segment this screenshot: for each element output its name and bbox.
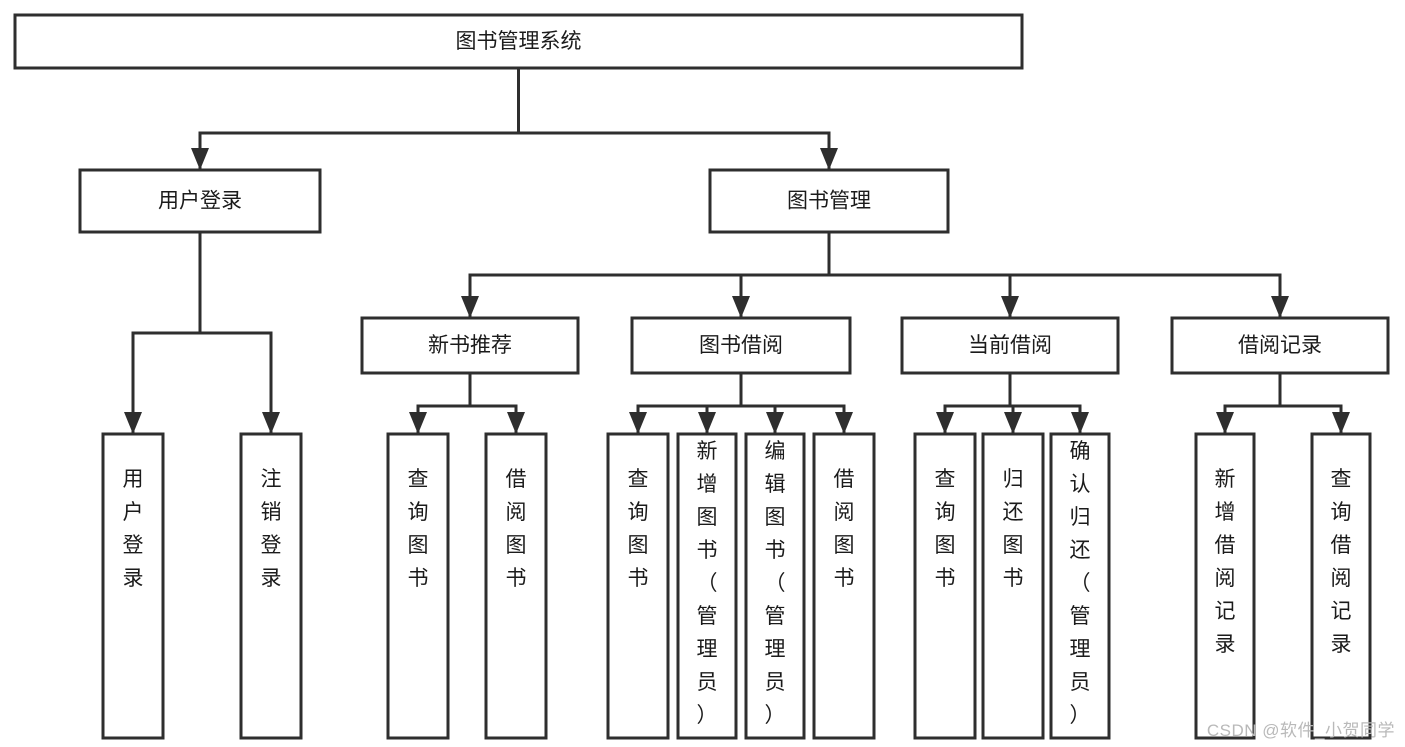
node-box-leaf-edit-book[interactable]: [744, 432, 806, 740]
node-label-leaf-query-book-borrow: 查询图书: [628, 468, 649, 590]
node-borrow-record[interactable]: 借阅记录: [1170, 316, 1390, 375]
node-leaf-query-book-borrow[interactable]: 查询图书: [606, 432, 670, 740]
node-label-leaf-edit-book: 编辑图书（管理员）: [765, 440, 786, 727]
arrow-head-book-manage-1: [732, 296, 750, 318]
arrow-head-book-manage-0: [461, 296, 479, 318]
node-root[interactable]: 图书管理系统: [13, 13, 1024, 70]
node-box-book-manage[interactable]: [708, 168, 950, 234]
node-leaf-borrow-book[interactable]: 借阅图书: [812, 432, 876, 740]
node-leaf-add-record[interactable]: 新增借阅记录: [1194, 432, 1256, 740]
node-box-book-borrow[interactable]: [630, 316, 852, 375]
node-label-user-login: 用户登录: [158, 190, 242, 213]
arrow-head-user-login-leaves-0: [124, 412, 142, 434]
arrow-head-borrow-record-leaves-1: [1332, 412, 1350, 434]
arrow-head-root-0: [191, 148, 209, 170]
node-box-leaf-return-book[interactable]: [981, 432, 1045, 740]
node-label-borrow-record: 借阅记录: [1238, 334, 1322, 357]
arrow-head-book-borrow-leaves-1: [698, 412, 716, 434]
node-box-root[interactable]: [13, 13, 1024, 70]
node-leaf-query-book-current[interactable]: 查询图书: [913, 432, 977, 740]
node-book-manage[interactable]: 图书管理: [708, 168, 950, 234]
node-boxes-layer: 图书管理系统用户登录图书管理新书推荐图书借阅当前借阅借阅记录用户登录注销登录查询…: [13, 13, 1390, 740]
node-label-leaf-confirm-return: 确认归还（管理员）: [1070, 440, 1091, 727]
arrow-head-root-1: [820, 148, 838, 170]
node-box-leaf-logout[interactable]: [239, 432, 303, 740]
node-box-leaf-query-book-borrow[interactable]: [606, 432, 670, 740]
node-leaf-edit-book[interactable]: 编辑图书（管理员）: [744, 432, 806, 740]
node-label-leaf-add-record: 新增借阅记录: [1215, 468, 1236, 656]
node-leaf-add-book[interactable]: 新增图书（管理员）: [676, 432, 738, 740]
node-label-current-borrow: 当前借阅: [968, 334, 1052, 357]
node-box-borrow-record[interactable]: [1170, 316, 1390, 375]
node-label-leaf-query-book-rec: 查询图书: [408, 468, 429, 590]
arrow-head-book-borrow-leaves-3: [835, 412, 853, 434]
node-box-leaf-query-record[interactable]: [1310, 432, 1372, 740]
arrow-head-book-borrow-leaves-2: [766, 412, 784, 434]
arrow-head-user-login-leaves-1: [262, 412, 280, 434]
arrow-head-new-book-recommend-leaves-0: [409, 412, 427, 434]
node-label-new-book-recommend: 新书推荐: [428, 334, 512, 357]
node-label-root: 图书管理系统: [456, 30, 582, 53]
arrow-head-current-borrow-leaves-0: [936, 412, 954, 434]
node-label-book-manage: 图书管理: [787, 190, 871, 213]
arrow-head-current-borrow-leaves-1: [1004, 412, 1022, 434]
arrow-head-book-manage-2: [1001, 296, 1019, 318]
arrow-head-book-borrow-leaves-0: [629, 412, 647, 434]
node-book-borrow[interactable]: 图书借阅: [630, 316, 852, 375]
node-box-leaf-user-login[interactable]: [101, 432, 165, 740]
node-box-leaf-query-book-rec[interactable]: [386, 432, 450, 740]
arrow-head-borrow-record-leaves-0: [1216, 412, 1234, 434]
node-label-leaf-borrow-book: 借阅图书: [834, 468, 855, 590]
node-current-borrow[interactable]: 当前借阅: [900, 316, 1120, 375]
node-leaf-query-record[interactable]: 查询借阅记录: [1310, 432, 1372, 740]
node-leaf-query-book-rec[interactable]: 查询图书: [386, 432, 450, 740]
node-box-leaf-query-book-current[interactable]: [913, 432, 977, 740]
node-leaf-borrow-book-rec[interactable]: 借阅图书: [484, 432, 548, 740]
node-label-leaf-borrow-book-rec: 借阅图书: [506, 468, 527, 590]
node-label-leaf-query-record: 查询借阅记录: [1331, 468, 1352, 656]
node-label-leaf-query-book-current: 查询图书: [935, 468, 956, 590]
node-box-new-book-recommend[interactable]: [360, 316, 580, 375]
node-box-user-login[interactable]: [78, 168, 322, 234]
node-label-leaf-add-book: 新增图书（管理员）: [697, 440, 718, 727]
node-box-leaf-confirm-return[interactable]: [1049, 432, 1111, 740]
node-box-leaf-borrow-book[interactable]: [812, 432, 876, 740]
node-leaf-user-login[interactable]: 用户登录: [101, 432, 165, 740]
connector-lines-layer: [124, 66, 1350, 435]
node-box-leaf-add-record[interactable]: [1194, 432, 1256, 740]
node-leaf-confirm-return[interactable]: 确认归还（管理员）: [1049, 432, 1111, 740]
node-box-current-borrow[interactable]: [900, 316, 1120, 375]
node-label-leaf-logout: 注销登录: [261, 468, 282, 590]
node-new-book-recommend[interactable]: 新书推荐: [360, 316, 580, 375]
node-label-leaf-user-login: 用户登录: [123, 468, 144, 590]
node-leaf-logout[interactable]: 注销登录: [239, 432, 303, 740]
node-label-leaf-return-book: 归还图书: [1003, 468, 1024, 590]
node-label-book-borrow: 图书借阅: [699, 334, 783, 357]
arrow-head-current-borrow-leaves-2: [1071, 412, 1089, 434]
arrow-head-book-manage-3: [1271, 296, 1289, 318]
node-leaf-return-book[interactable]: 归还图书: [981, 432, 1045, 740]
node-box-leaf-borrow-book-rec[interactable]: [484, 432, 548, 740]
arrow-head-new-book-recommend-leaves-1: [507, 412, 525, 434]
node-user-login[interactable]: 用户登录: [78, 168, 322, 234]
node-box-leaf-add-book[interactable]: [676, 432, 738, 740]
